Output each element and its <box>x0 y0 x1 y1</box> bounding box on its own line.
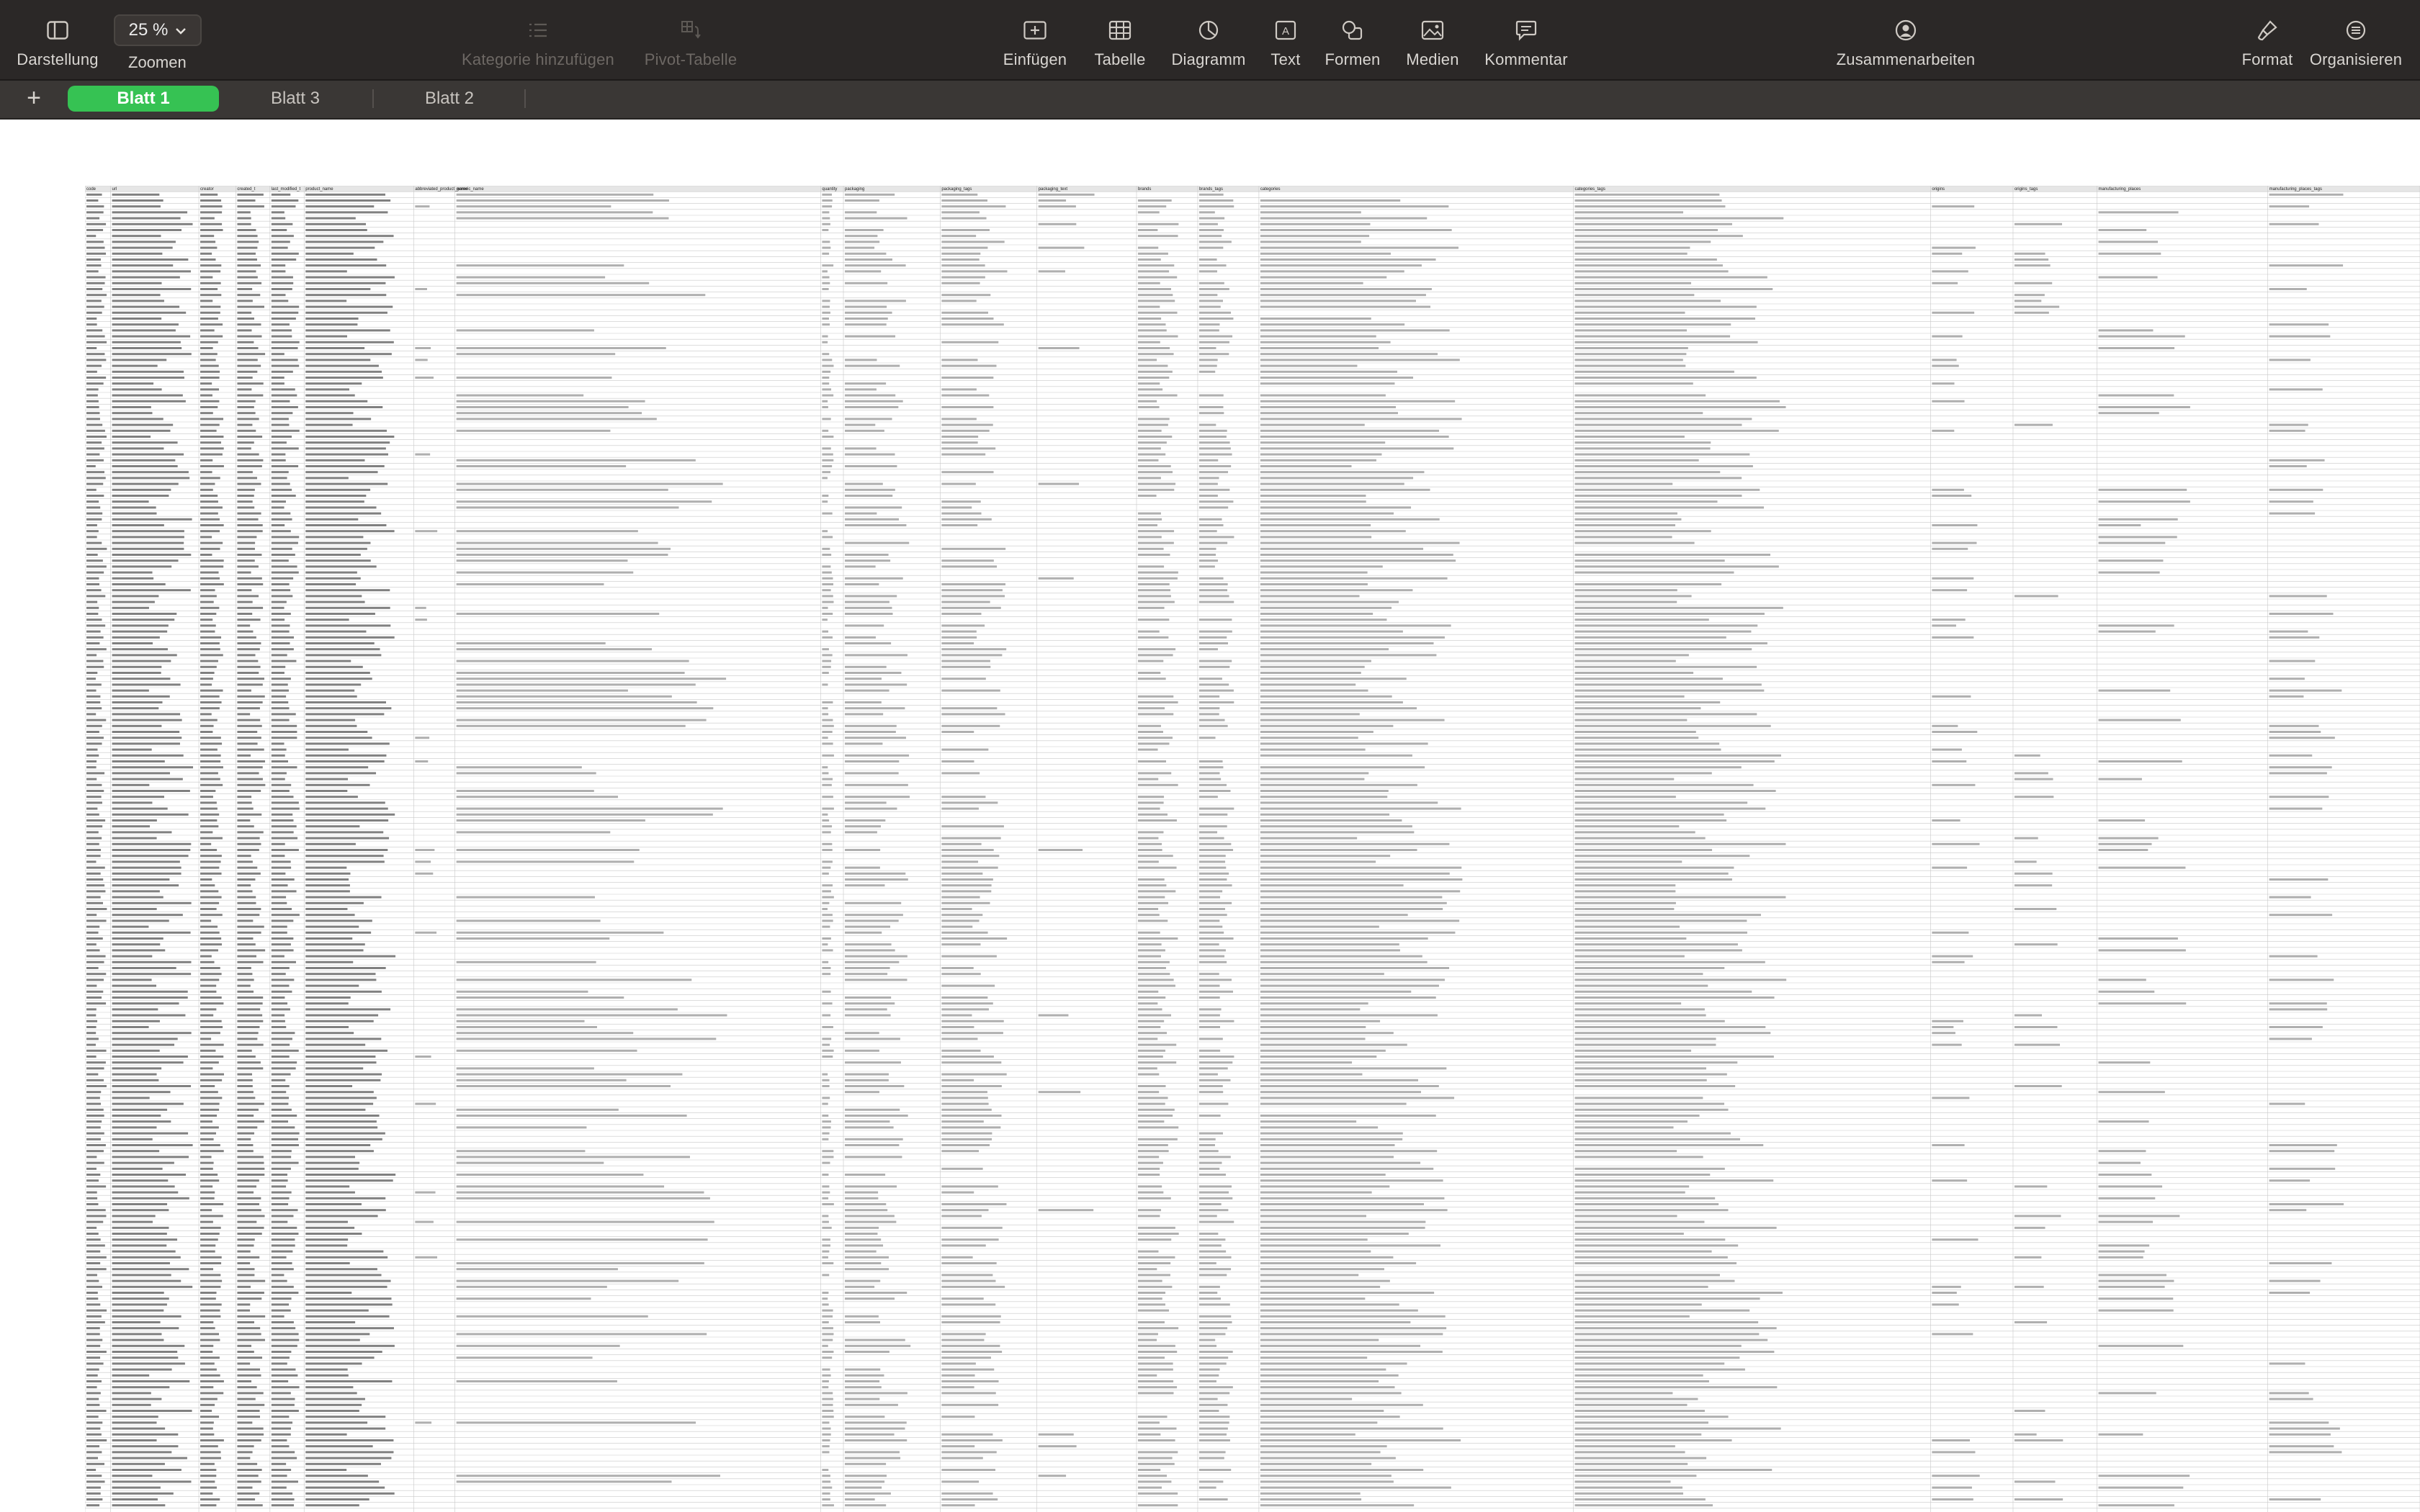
pivot-table-icon <box>678 17 704 43</box>
media-button[interactable]: Medien <box>1402 17 1464 69</box>
tab-blatt-2[interactable]: Blatt 2 <box>424 89 475 108</box>
zoom-select[interactable]: 25 % <box>114 14 202 46</box>
text-button[interactable]: A Text <box>1263 17 1308 69</box>
tab-divider <box>372 89 374 108</box>
text-box-icon: A <box>1273 17 1299 43</box>
shapes-icon <box>1340 17 1366 43</box>
column-header: last_modified_t <box>272 187 301 192</box>
table-icon <box>1107 17 1133 43</box>
column-header: packaging_tags <box>941 187 972 192</box>
person-icon <box>1893 17 1919 43</box>
comment-label: Kommentar <box>1484 50 1568 68</box>
toolbar: Darstellung 25 % Zoomen Kategorie hinzuf… <box>0 0 2420 81</box>
paintbrush-icon <box>2254 17 2280 43</box>
view-button[interactable]: Darstellung <box>6 17 109 69</box>
image-icon <box>1420 17 1446 43</box>
data-table[interactable]: code url creator created_t last_modified_t pr… <box>85 186 2420 1512</box>
column-header: abbreviated_product_name <box>415 187 468 192</box>
organize-icon <box>2343 17 2369 43</box>
zoom-value: 25 % <box>128 20 169 40</box>
column-header: brands_tags <box>1199 187 1223 192</box>
organize-label: Organisieren <box>2309 50 2403 68</box>
column-header: manufacturing_places <box>2099 187 2141 192</box>
table-label: Tabelle <box>1094 50 1146 68</box>
chevron-down-icon <box>175 20 187 40</box>
sidebar-icon <box>45 17 71 43</box>
add-category-label: Kategorie hinzufügen <box>462 50 614 68</box>
column-header: creator <box>200 187 214 192</box>
column-header: url <box>112 187 117 192</box>
column-header: categories_tags <box>1575 187 1605 192</box>
speech-bubble-icon <box>1513 17 1539 43</box>
organize-button[interactable]: Organisieren <box>2308 17 2404 69</box>
shapes-label: Formen <box>1325 50 1381 68</box>
column-header: product_name <box>305 187 333 192</box>
insert-label: Einfügen <box>1003 50 1067 68</box>
pie-chart-icon <box>1196 17 1222 43</box>
column-header: categories <box>1260 187 1281 192</box>
column-header: brands <box>1138 187 1151 192</box>
pivot-table-label: Pivot-Tabelle <box>644 50 738 68</box>
svg-text:A: A <box>1282 25 1289 37</box>
sheet-canvas[interactable]: code url creator created_t last_modified_t pr… <box>0 120 2420 1512</box>
insert-button[interactable]: Einfügen <box>1000 17 1070 69</box>
add-sheet-button[interactable]: + <box>22 86 46 111</box>
add-category-button[interactable]: Kategorie hinzufügen <box>455 17 621 69</box>
grid-lines <box>85 186 2420 1512</box>
tab-blatt-1[interactable]: Blatt 1 <box>68 86 219 112</box>
comment-button[interactable]: Kommentar <box>1481 17 1572 69</box>
chart-label: Diagramm <box>1171 50 1246 68</box>
sheet-tab-bar: + Blatt 1 Blatt 3 Blatt 2 <box>0 81 2420 120</box>
column-header: packaging_text <box>1039 187 1068 192</box>
column-header: code <box>86 187 97 192</box>
list-icon <box>525 17 551 43</box>
pivot-table-button[interactable]: Pivot-Tabelle <box>640 17 742 69</box>
plus-icon: + <box>27 84 41 112</box>
collaborate-label: Zusammenarbeiten <box>1836 50 1976 68</box>
column-header: quantity <box>822 187 837 192</box>
format-label: Format <box>2241 50 2293 68</box>
column-header: created_t <box>237 187 255 192</box>
cell-content-layer <box>86 193 2344 1507</box>
shapes-button[interactable]: Formen <box>1322 17 1383 69</box>
tab-blatt-3[interactable]: Blatt 3 <box>270 89 321 108</box>
column-header: packaging <box>845 187 864 192</box>
tab-divider <box>524 89 526 108</box>
format-button[interactable]: Format <box>2238 17 2296 69</box>
collaborate-button[interactable]: Zusammenarbeiten <box>1832 17 1979 69</box>
column-header: origins <box>1932 187 1945 192</box>
table-button[interactable]: Tabelle <box>1086 17 1154 69</box>
zoom-label: Zoomen <box>128 53 187 71</box>
media-label: Medien <box>1406 50 1459 68</box>
column-header: generic_name <box>457 187 485 192</box>
column-header: origins_tags <box>2015 187 2038 192</box>
column-header: manufacturing_places_tags <box>2269 187 2322 192</box>
text-label: Text <box>1270 50 1301 68</box>
view-label: Darstellung <box>17 50 99 68</box>
insert-plus-icon <box>1022 17 1048 43</box>
chart-button[interactable]: Diagramm <box>1167 17 1250 69</box>
